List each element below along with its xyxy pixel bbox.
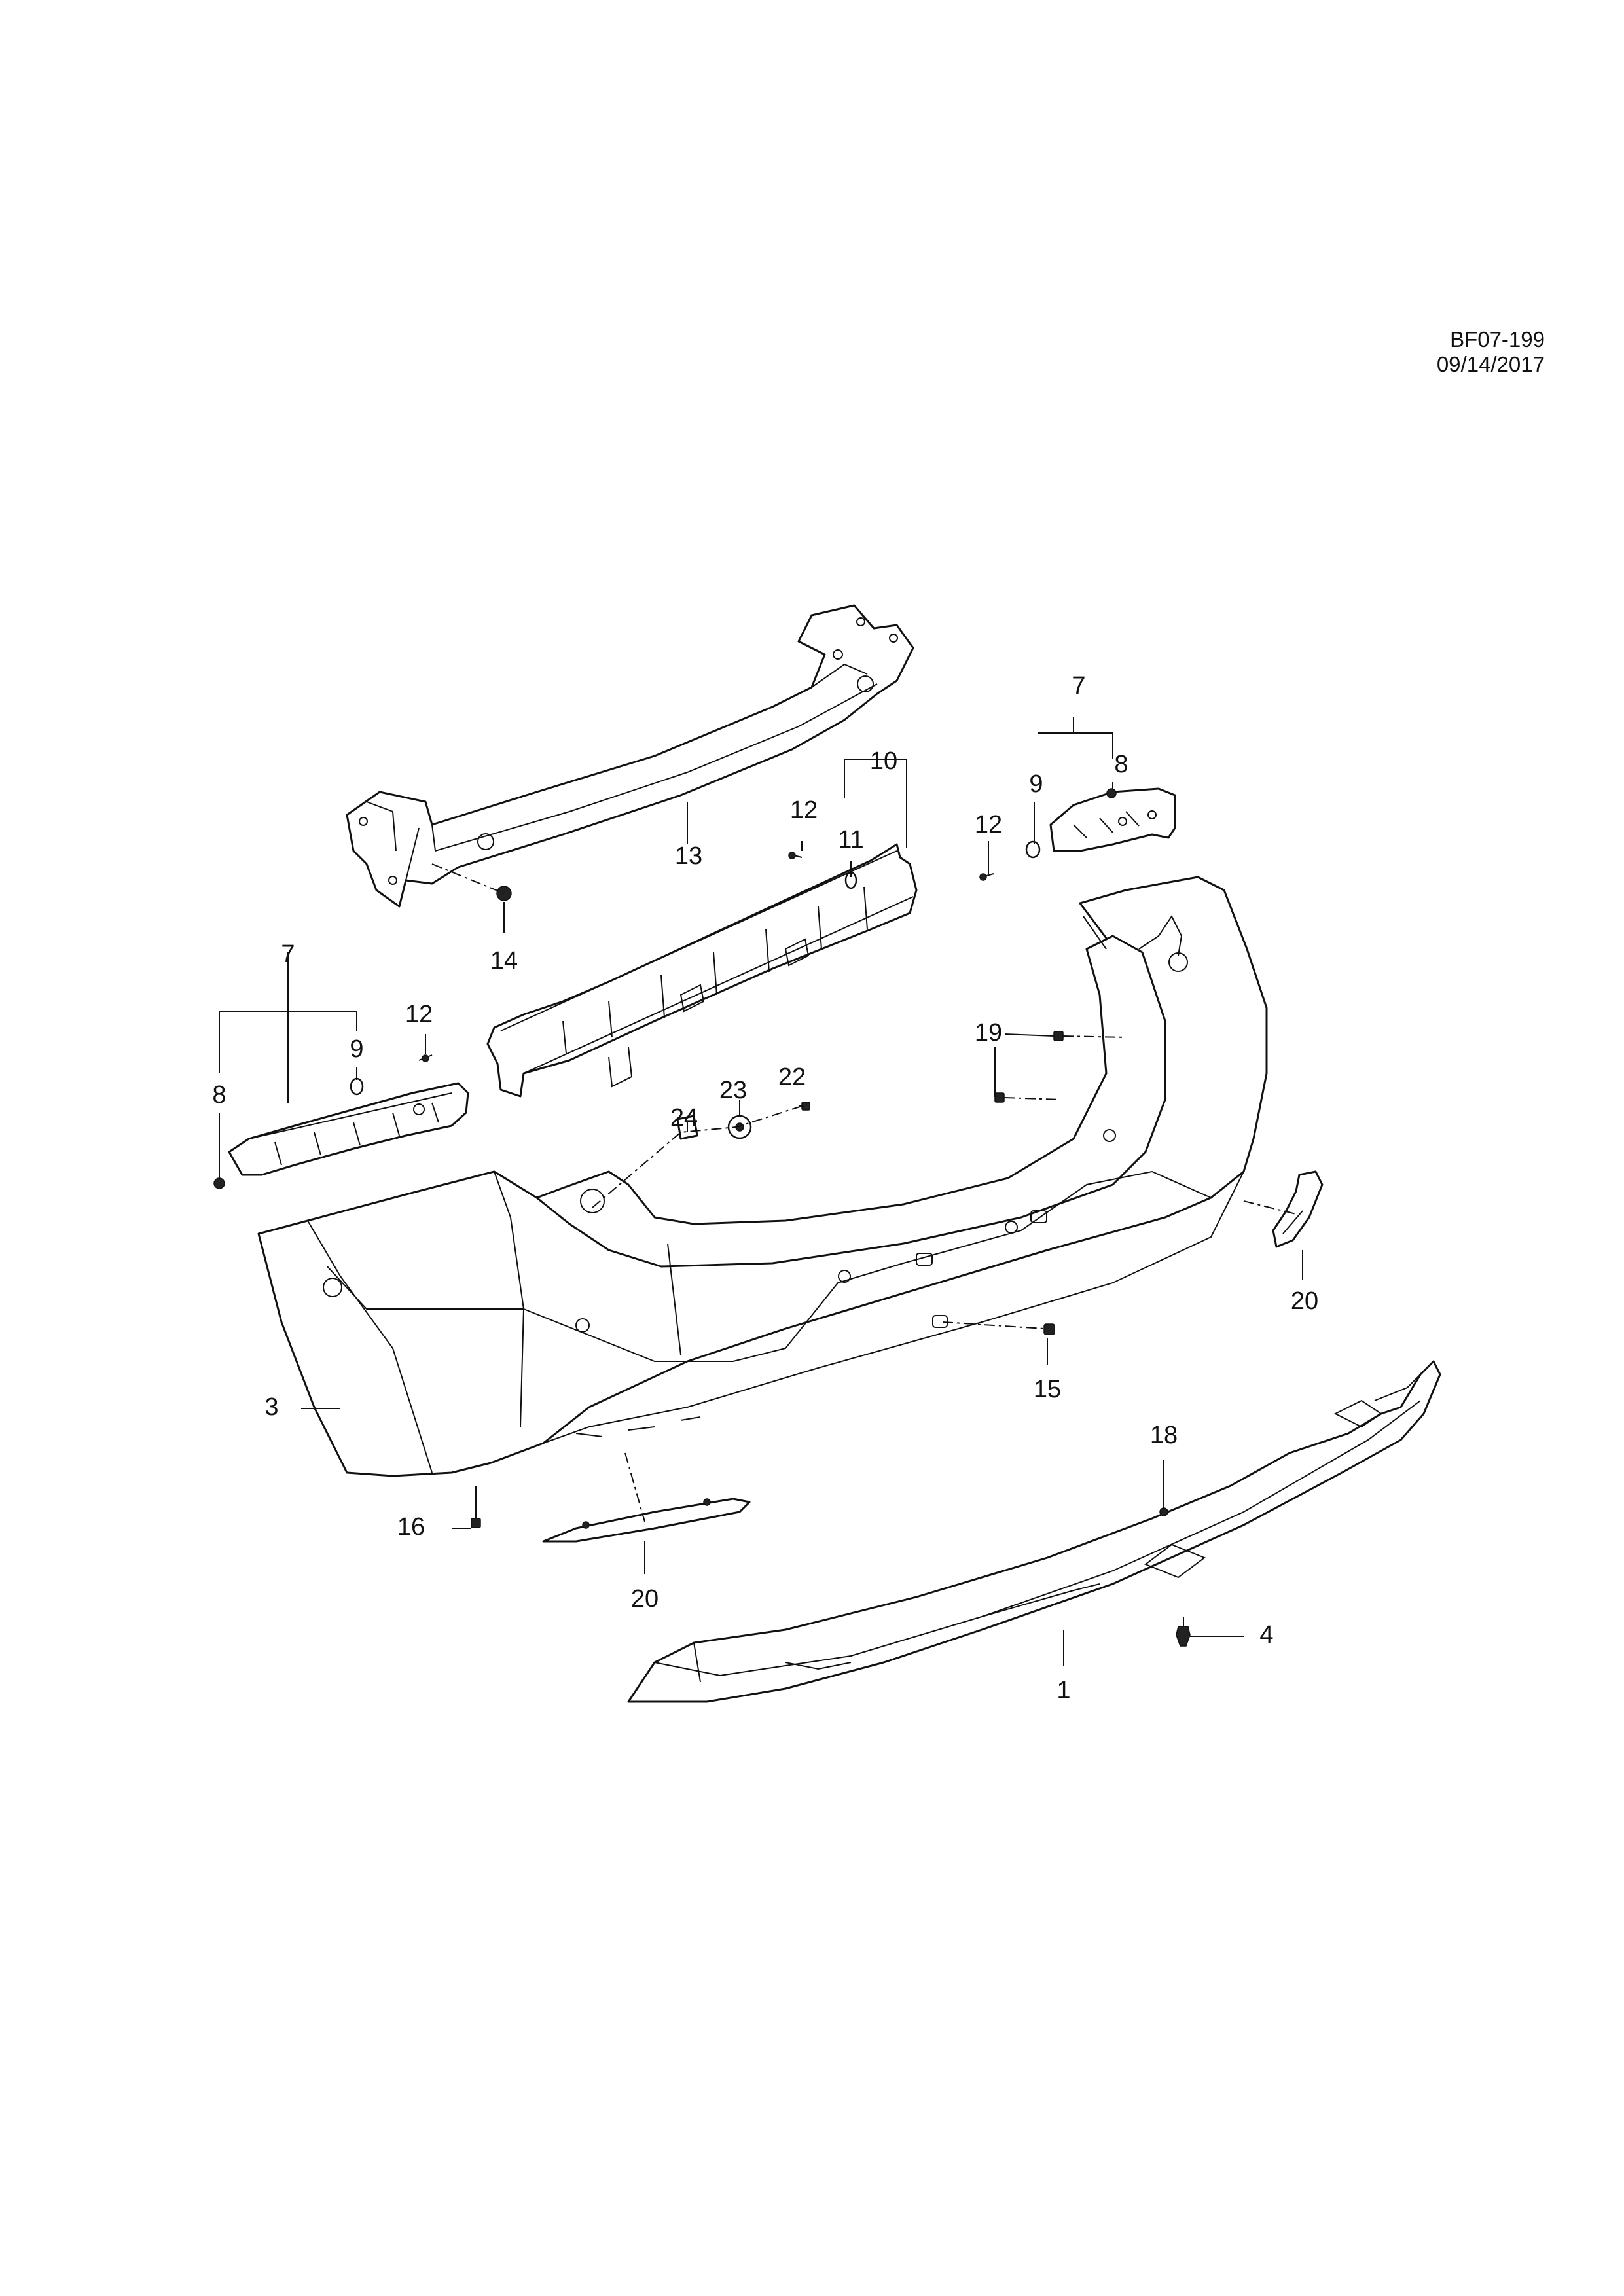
callout-14: 14 <box>490 947 518 975</box>
callout-4: 4 <box>1259 1621 1273 1649</box>
callout-labels: 1 3 4 7 7 8 8 9 9 10 11 12 12 12 13 14 1… <box>212 672 1318 1704</box>
callout-24: 24 <box>670 1104 698 1132</box>
rear-bumper-reinforcement-bar <box>346 604 914 908</box>
callout-10: 10 <box>870 747 897 775</box>
callout-16: 16 <box>397 1513 425 1541</box>
callout-20-right: 20 <box>1291 1287 1318 1315</box>
rear-bumper-fascia <box>257 876 1268 1477</box>
left-side-guide-bracket <box>213 1077 469 1189</box>
callout-12-b: 12 <box>975 811 1002 838</box>
callout-7-left: 7 <box>281 941 295 968</box>
diffuser-fasteners <box>1159 1507 1191 1647</box>
callout-3: 3 <box>264 1393 278 1421</box>
callout-19: 19 <box>975 1019 1002 1047</box>
bracket-screws <box>418 852 994 1062</box>
callout-23: 23 <box>719 1077 747 1104</box>
right-reflector-trim <box>1243 1170 1324 1248</box>
callout-8-right: 8 <box>1114 751 1128 778</box>
fascia-fasteners <box>471 1031 1127 1528</box>
callout-22: 22 <box>778 1064 806 1091</box>
callout-11: 11 <box>838 826 863 853</box>
callout-12-c: 12 <box>405 1001 433 1028</box>
right-side-guide-bracket <box>1025 787 1176 859</box>
callout-1: 1 <box>1056 1677 1070 1704</box>
reinforcement-nut <box>431 863 512 901</box>
rear-lower-diffuser <box>627 1360 1441 1703</box>
leader-lines <box>219 717 1303 1666</box>
callout-12-a: 12 <box>790 797 818 824</box>
callout-18: 18 <box>1150 1422 1178 1449</box>
rear-bumper-upper-bracket <box>486 843 918 1098</box>
diagram-reference-code: BF07-199 09/14/2017 <box>1436 327 1545 376</box>
callout-20-left: 20 <box>631 1585 659 1613</box>
callout-7-right: 7 <box>1072 672 1085 700</box>
callout-9-left: 9 <box>350 1035 363 1063</box>
callout-9-right: 9 <box>1029 770 1043 798</box>
callout-8-left: 8 <box>212 1081 226 1109</box>
callout-15: 15 <box>1034 1376 1061 1403</box>
callout-13: 13 <box>675 842 702 870</box>
left-reflector-trim <box>542 1452 751 1543</box>
